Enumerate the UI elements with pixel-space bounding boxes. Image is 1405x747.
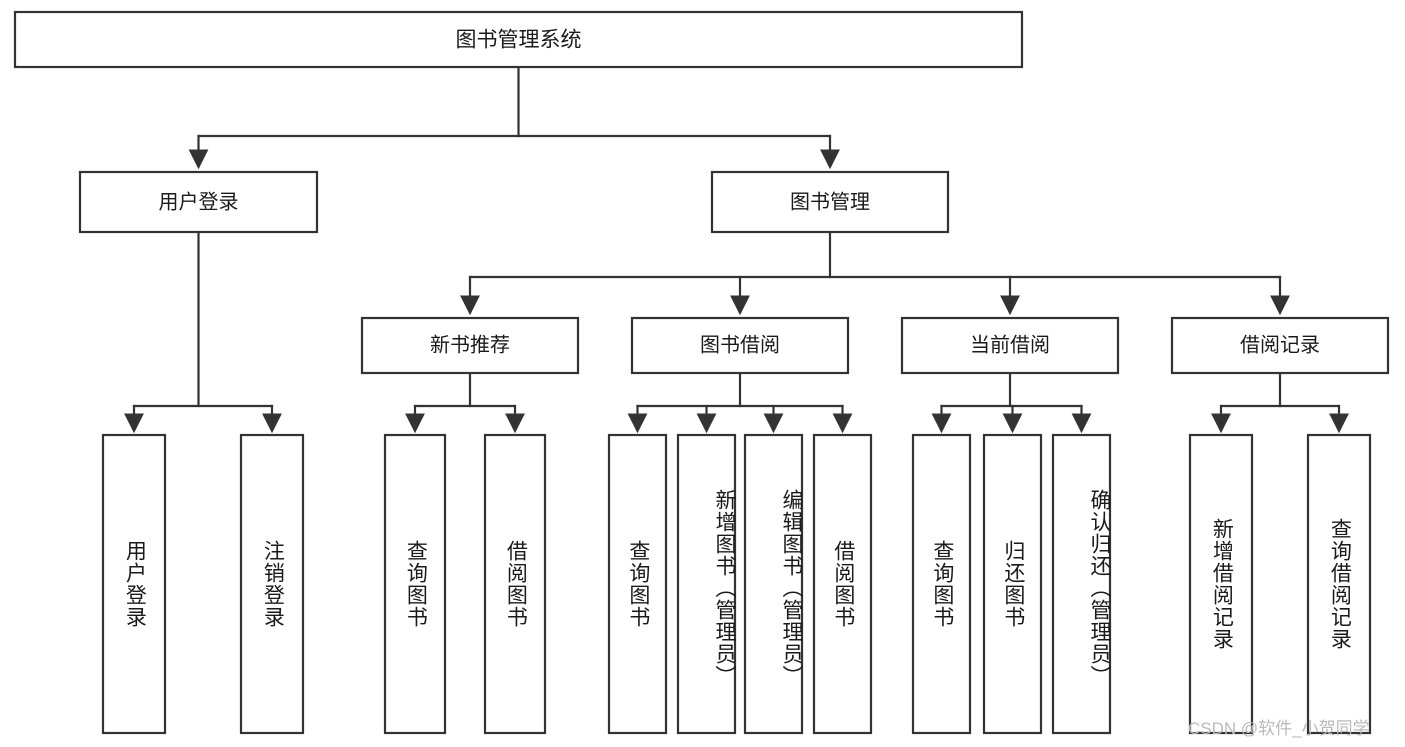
node-current-borrow-label: 当前借阅 bbox=[970, 333, 1050, 356]
leaf-box-records-query[interactable] bbox=[1306, 433, 1372, 735]
node-root-box[interactable] bbox=[13, 10, 1024, 69]
leaf-box-user-login[interactable] bbox=[101, 433, 167, 735]
node-root-label: 图书管理系统 bbox=[456, 29, 582, 52]
node-new-book-recommend-box[interactable] bbox=[360, 316, 580, 375]
node-root[interactable]: 图书管理系统 bbox=[13, 10, 1024, 69]
leaf-box-user-logout[interactable] bbox=[239, 433, 305, 735]
leaf-box-borrow-add[interactable] bbox=[676, 433, 737, 735]
leaf-box-current-return[interactable] bbox=[982, 433, 1043, 735]
node-book-borrow-label: 图书借阅 bbox=[700, 333, 780, 356]
leaf-box-borrow-query[interactable] bbox=[607, 433, 668, 735]
node-borrow-records[interactable]: 借阅记录 bbox=[1170, 316, 1390, 375]
node-book-manage-box[interactable] bbox=[710, 170, 950, 234]
leaf-box-newbook-borrow[interactable] bbox=[483, 433, 547, 735]
leaf-box-borrow-lend[interactable] bbox=[812, 433, 873, 735]
node-book-borrow-box[interactable] bbox=[630, 316, 850, 375]
node-new-book-recommend-label: 新书推荐 bbox=[430, 333, 510, 356]
node-user-login-label: 用户登录 bbox=[159, 190, 239, 213]
leaf-box-newbook-query[interactable] bbox=[383, 433, 447, 735]
leaf-box-current-confirm-return[interactable] bbox=[1051, 433, 1112, 735]
node-new-book-recommend[interactable]: 新书推荐 bbox=[360, 316, 580, 375]
node-book-manage[interactable]: 图书管理 bbox=[710, 170, 950, 234]
node-book-borrow[interactable]: 图书借阅 bbox=[630, 316, 850, 375]
node-current-borrow-box[interactable] bbox=[900, 316, 1120, 375]
csdn-watermark: CSDN @软件_小贺同学 bbox=[1188, 719, 1370, 738]
leaf-box-borrow-edit[interactable] bbox=[743, 433, 804, 735]
node-book-manage-label: 图书管理 bbox=[790, 190, 870, 213]
leaf-box-records-add[interactable] bbox=[1188, 433, 1254, 735]
node-user-login-box[interactable] bbox=[78, 170, 319, 234]
leaf-box-group bbox=[101, 433, 1372, 735]
connector-group bbox=[124, 65, 1349, 434]
node-borrow-records-box[interactable] bbox=[1170, 316, 1390, 375]
leaf-box-current-query[interactable] bbox=[911, 433, 972, 735]
node-user-login[interactable]: 用户登录 bbox=[78, 170, 319, 234]
node-borrow-records-label: 借阅记录 bbox=[1240, 333, 1320, 356]
node-current-borrow[interactable]: 当前借阅 bbox=[900, 316, 1120, 375]
